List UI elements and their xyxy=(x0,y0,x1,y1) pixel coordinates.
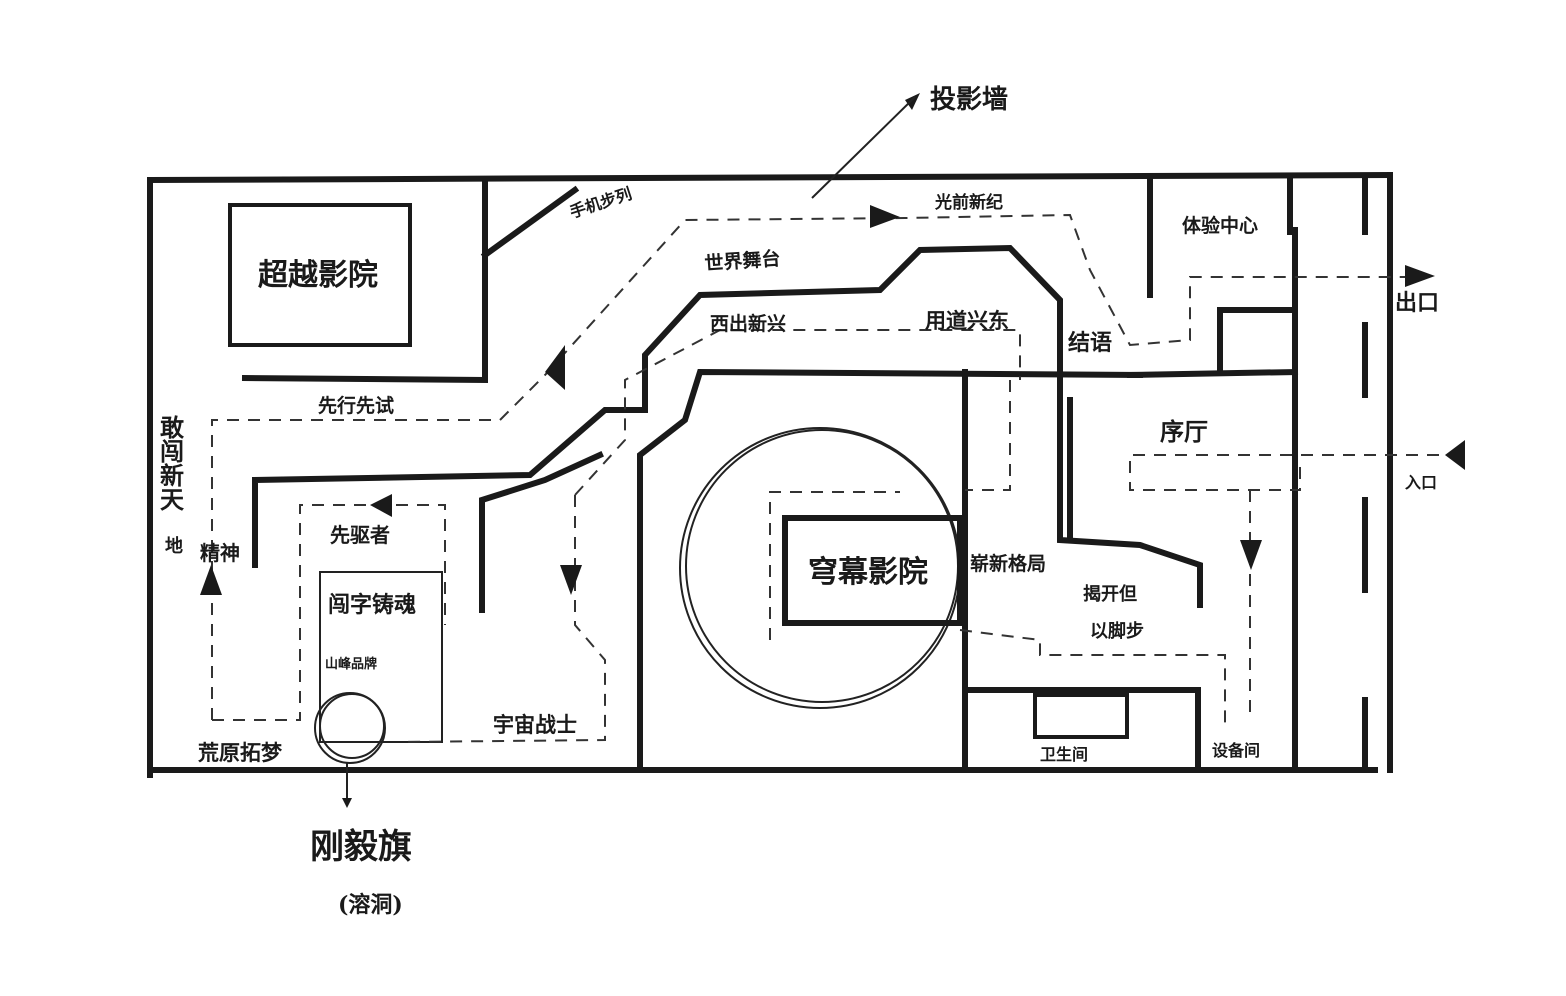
top-left-diagonal xyxy=(480,185,580,260)
route-down xyxy=(399,495,606,743)
arrow-up-left xyxy=(200,565,222,595)
projection-wall-label: 投影墙 xyxy=(930,85,1008,115)
route-mid-b xyxy=(965,380,1011,491)
outer-walls xyxy=(146,171,1394,778)
arrow-left xyxy=(370,494,392,517)
pioneer-label: 先行先试 xyxy=(318,394,394,417)
arrow-down-right xyxy=(1240,540,1262,570)
center-room-wall xyxy=(637,368,1144,773)
dome-screen-box xyxy=(782,515,963,626)
builder-label: 宇宙战士 xyxy=(493,712,577,737)
arrow-right-top xyxy=(870,205,900,228)
arrow-down xyxy=(560,565,582,595)
left-lower-room xyxy=(314,571,443,800)
small-circle xyxy=(314,692,386,764)
arrow-up-diag xyxy=(545,345,565,390)
entry-label: 入口 xyxy=(1405,473,1437,492)
soul-room-box xyxy=(319,571,443,743)
small-circle-b xyxy=(319,693,385,759)
restroom-box xyxy=(1033,693,1129,739)
left-theater-wall xyxy=(241,177,488,384)
route-entry xyxy=(1129,454,1460,491)
restroom-label: 卫生间 xyxy=(1040,745,1088,764)
corridor-walls xyxy=(252,177,1299,773)
equipment-label: 设备间 xyxy=(1212,741,1260,760)
arrow-flag xyxy=(342,798,352,808)
door-marks xyxy=(1287,175,1368,773)
wall-top xyxy=(146,171,1394,184)
vertical-left-label: 敢闯新天 xyxy=(156,414,185,512)
dome-route xyxy=(769,491,900,640)
bottom-right-rooms xyxy=(965,227,1298,773)
flag-label: 刚毅旗 xyxy=(310,827,412,867)
flag-sub-label: (溶洞) xyxy=(338,892,403,918)
small-circle-label: 山峰品牌 xyxy=(325,656,377,672)
visitor-route xyxy=(211,213,1460,743)
restroom-wall xyxy=(965,687,1201,773)
vertical-left-b-label: 地 xyxy=(165,535,183,557)
left-theater-label: 超越影院 xyxy=(258,258,378,293)
arrow-projection xyxy=(905,93,920,110)
route-mid xyxy=(574,329,1021,496)
center-theater-label: 穹幕影院 xyxy=(808,555,928,590)
arrow-exit xyxy=(1405,265,1435,287)
labels: 投影墙 超越影院 穹幕影院 手机步列 光前新纪 世界舞台 西出新兴 用道兴东 结… xyxy=(156,85,1440,918)
arrow-entry xyxy=(1445,440,1465,470)
new-pattern-label: 崭新格局 xyxy=(970,552,1046,575)
route-east-label: 用道兴东 xyxy=(925,308,1009,333)
soul-label: 闯字铸魂 xyxy=(328,592,416,618)
corridor-outer-wall xyxy=(252,244,1203,608)
exit-label: 出口 xyxy=(1395,290,1439,316)
left-theater-room xyxy=(228,177,580,384)
experience-label: 体验中心 xyxy=(1182,214,1258,237)
footsteps-b-label: 以脚步 xyxy=(1090,620,1144,642)
route-left-loop xyxy=(212,504,446,721)
projection-pointer xyxy=(811,96,916,199)
spirit-label: 精神 xyxy=(200,541,240,565)
route-arrows xyxy=(200,93,1465,808)
lobby-label: 序厅 xyxy=(1160,417,1208,446)
pioneers-room-label: 先驱者 xyxy=(330,523,390,547)
route-lower xyxy=(959,629,1226,730)
top-mid-label: 光前新纪 xyxy=(934,192,1003,213)
stage-label: 世界舞台 xyxy=(704,247,781,275)
left-theater-box xyxy=(228,203,412,347)
route-main xyxy=(211,213,1420,720)
conclusion-label: 结语 xyxy=(1068,330,1112,356)
corridor-lower-wall xyxy=(479,451,604,613)
right-top-wall xyxy=(1126,368,1299,379)
dome-theater xyxy=(679,369,968,773)
footsteps-a-label: 揭开但 xyxy=(1083,583,1137,605)
wasteland-label: 荒原拓梦 xyxy=(198,740,283,765)
west-label: 西出新兴 xyxy=(710,312,786,335)
right-small-room xyxy=(1217,307,1298,453)
